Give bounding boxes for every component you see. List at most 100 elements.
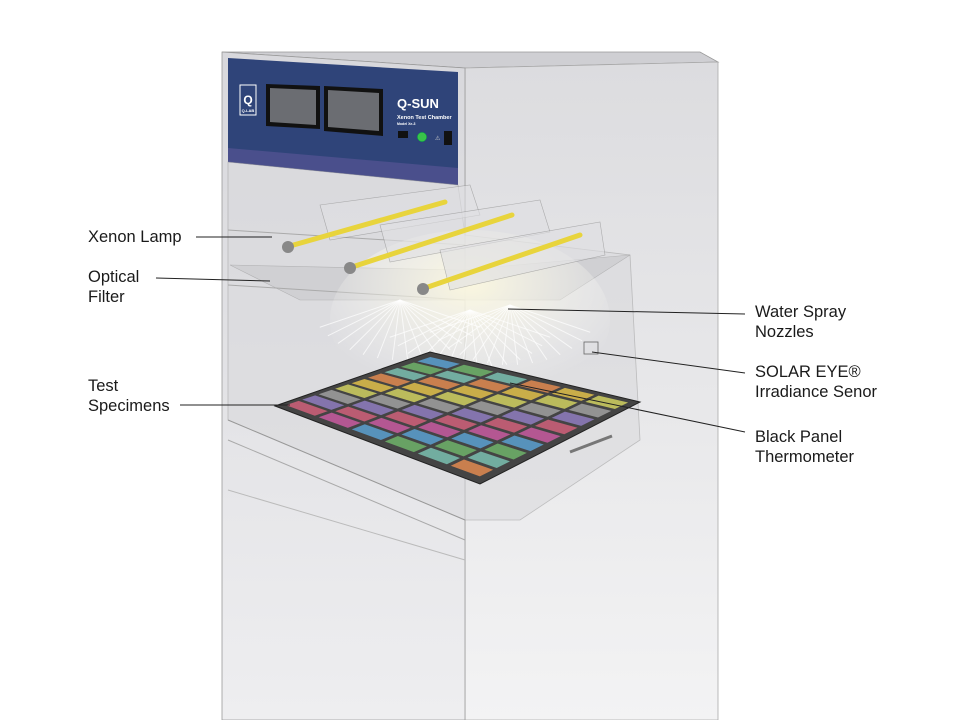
specimen <box>484 372 528 385</box>
specimen <box>518 427 561 443</box>
specimen <box>535 395 578 409</box>
light-ray <box>399 299 409 360</box>
specimen <box>451 408 494 423</box>
svg-text:Xenon Test Chamber: Xenon Test Chamber <box>397 115 452 121</box>
light-ray <box>389 309 471 338</box>
specimen <box>417 447 461 465</box>
specimen <box>468 401 511 416</box>
light-ray <box>509 304 519 365</box>
light-ray <box>509 304 573 349</box>
light-ray <box>509 304 561 356</box>
light-ray <box>391 299 401 360</box>
specimen <box>434 370 477 384</box>
light-ray <box>429 304 511 333</box>
specimen <box>534 419 578 435</box>
specimen <box>401 382 444 396</box>
light-ray <box>486 304 511 364</box>
specimen <box>401 404 444 420</box>
specimen <box>451 432 494 449</box>
specimen <box>368 417 411 434</box>
leader-lines <box>155 236 746 433</box>
specimen <box>384 436 427 453</box>
specimen <box>501 435 544 452</box>
specimen <box>417 376 461 390</box>
light-ray <box>447 304 511 349</box>
light-ray <box>349 299 401 351</box>
black-panel-thermometer-icon <box>569 434 613 454</box>
light-ray <box>399 299 481 328</box>
light-ray <box>472 304 511 360</box>
light-ray <box>469 309 543 347</box>
specimen <box>368 394 411 409</box>
label-text: Test <box>88 377 119 395</box>
specimen <box>451 385 494 399</box>
label-text: Specimens <box>88 397 170 415</box>
specimen <box>484 443 527 460</box>
label-text: Water Spray <box>755 303 847 321</box>
specimen <box>467 378 511 392</box>
specimen <box>318 412 361 428</box>
light-ray <box>469 309 533 354</box>
light-ray <box>509 304 583 342</box>
solar-eye-sensor-icon <box>583 341 599 355</box>
specimen <box>468 425 511 441</box>
light-ray <box>501 304 511 365</box>
specimen <box>551 387 595 401</box>
specimen <box>568 403 612 418</box>
specimen <box>467 451 510 468</box>
specimen <box>450 364 494 377</box>
light-ray <box>419 309 471 361</box>
specimen <box>518 380 561 393</box>
label-text: Filter <box>88 288 125 306</box>
usb-port <box>444 131 452 145</box>
svg-text:Model Xe-3: Model Xe-3 <box>397 122 416 126</box>
power-button[interactable] <box>398 131 408 138</box>
light-ray <box>469 309 479 370</box>
label-text: Optical <box>88 268 140 286</box>
specimen <box>484 417 528 433</box>
specimen <box>450 459 494 477</box>
specimen <box>384 368 427 381</box>
specimen <box>417 357 460 369</box>
specimen <box>285 400 328 416</box>
specimen <box>351 424 394 441</box>
svg-text:Q-LAB: Q-LAB <box>242 108 255 113</box>
light-ray <box>459 304 511 356</box>
light-ray <box>509 304 548 360</box>
light-ray <box>469 309 521 361</box>
xenon-lamps <box>282 184 606 295</box>
specimen <box>501 387 545 401</box>
specimen <box>434 415 478 430</box>
specimen <box>501 410 545 425</box>
specimen <box>434 391 478 406</box>
specimen <box>551 411 595 426</box>
label-text: Thermometer <box>755 448 855 466</box>
specimen <box>400 362 444 375</box>
logo-icon <box>239 84 257 116</box>
label-text: SOLAR EYE® <box>755 363 861 381</box>
light-ray <box>319 299 401 328</box>
specimen <box>384 388 428 403</box>
status-indicator <box>417 132 427 142</box>
light-ray <box>376 299 401 359</box>
specimen <box>484 394 528 408</box>
light-ray <box>327 299 401 337</box>
svg-text:⚠: ⚠ <box>435 135 441 142</box>
xenon-lamp-3 <box>422 232 583 291</box>
light-ray <box>362 299 401 355</box>
svg-text:Q-SUN: Q-SUN <box>397 96 439 111</box>
label-solar-eye: SOLAR EYE® Irradiance Senor <box>755 362 877 402</box>
specimen <box>418 398 461 413</box>
specimen <box>335 384 378 399</box>
light-ray <box>407 309 471 354</box>
label-text: Irradiance Senor <box>755 383 877 401</box>
light-ray <box>509 304 534 364</box>
specimen <box>335 406 378 422</box>
specimen <box>401 429 444 445</box>
